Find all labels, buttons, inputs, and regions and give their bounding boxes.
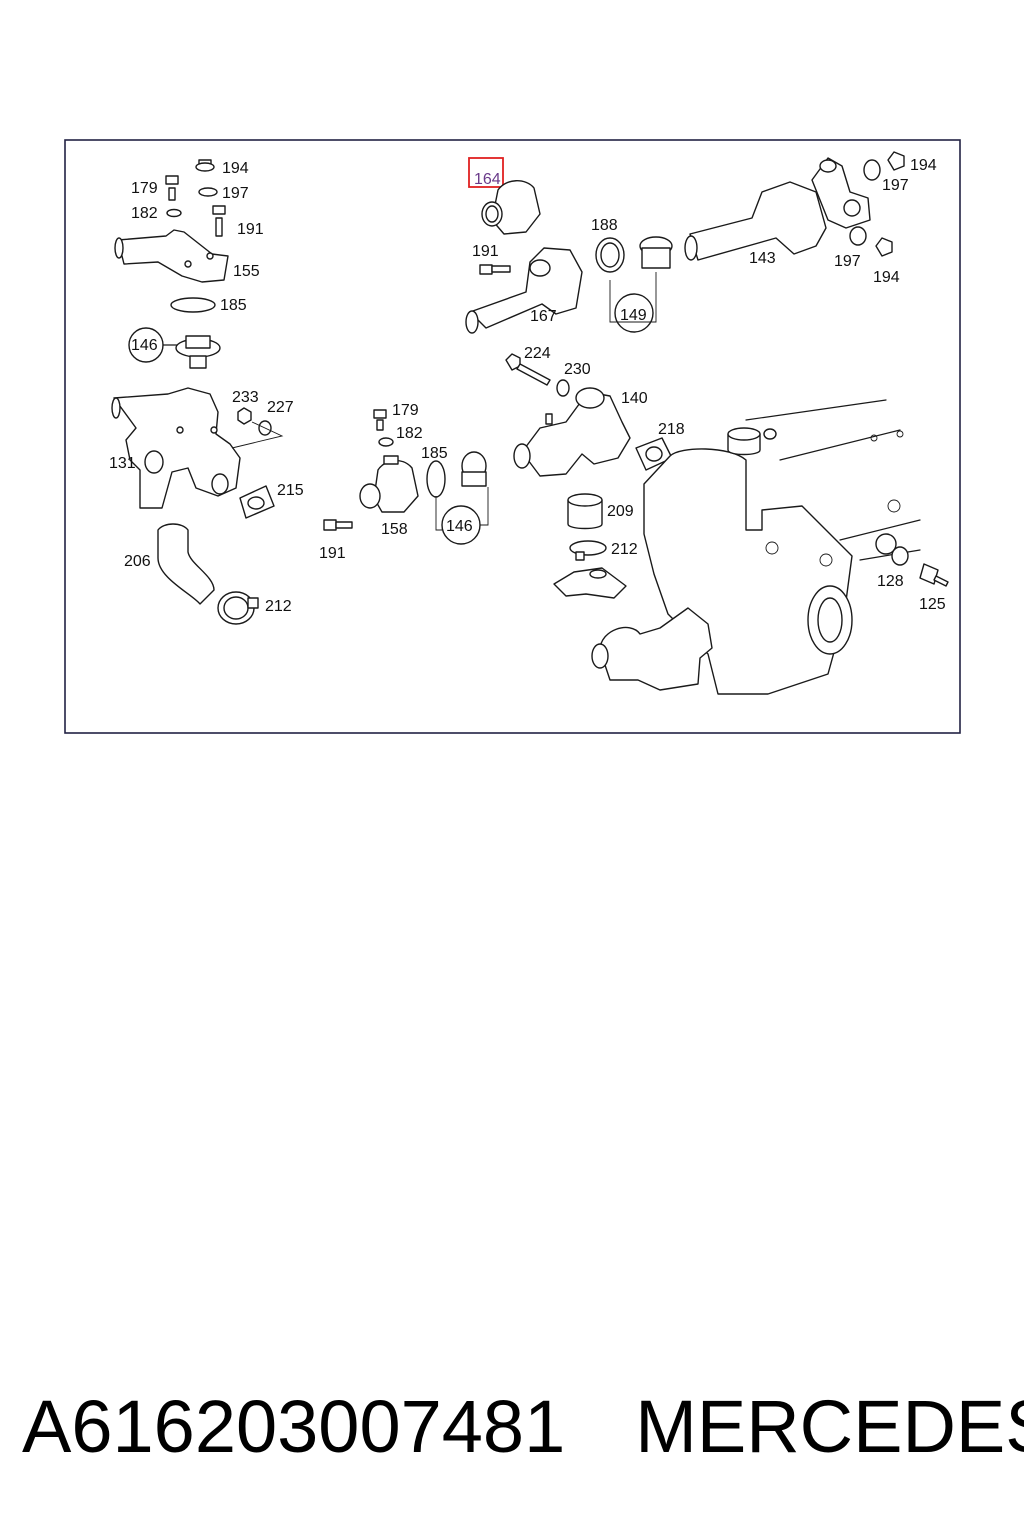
- label-191-mid: 191: [472, 243, 499, 260]
- bolt-194-right: [875, 237, 893, 257]
- part-number: A616203007481: [22, 1384, 566, 1468]
- bolt-191-left: [212, 205, 226, 237]
- sensor-125: [919, 563, 949, 587]
- ring-188: [595, 237, 625, 273]
- part-caption: A616203007481 MERCEDES: [22, 1376, 1024, 1476]
- label-194-right: 194: [873, 269, 900, 286]
- thermostat-146-mid: [435, 451, 489, 545]
- label-218: 218: [658, 421, 685, 438]
- bolt-224: [505, 353, 551, 386]
- bolt-194-top-left: [195, 159, 215, 172]
- thermostat-housing-155: [114, 229, 229, 283]
- washer-182-left: [166, 208, 182, 218]
- label-233: 233: [232, 389, 259, 406]
- label-140: 140: [621, 390, 648, 407]
- label-185-mid: 185: [421, 445, 448, 462]
- label-230: 230: [564, 361, 591, 378]
- sleeve-209: [567, 493, 603, 530]
- clamp-212-mid: [569, 540, 607, 561]
- label-194: 194: [222, 160, 249, 177]
- gasket-218: [635, 437, 673, 471]
- thermostat-housing-143: [684, 157, 871, 261]
- label-182-mid: 182: [396, 425, 423, 442]
- housing-140: [513, 387, 631, 477]
- parts-diagram: 194 179 197 182 191 155 185 146 233 227 …: [64, 139, 961, 734]
- bolt-191-lower: [323, 519, 353, 531]
- thermostat-housing-167: [465, 247, 583, 334]
- label-227: 227: [267, 399, 294, 416]
- washer-197-right: [849, 226, 867, 246]
- leader-227: [231, 421, 284, 449]
- label-185: 185: [220, 297, 247, 314]
- thermostat-146-left: [128, 327, 221, 369]
- label-212-mid: 212: [611, 541, 638, 558]
- nut-233: [237, 407, 252, 425]
- label-191: 191: [237, 221, 264, 238]
- label-209: 209: [607, 503, 634, 520]
- label-131: 131: [109, 455, 136, 472]
- label-167: 167: [530, 308, 557, 325]
- bolt-191-mid: [479, 264, 511, 275]
- label-197: 197: [222, 185, 249, 202]
- label-179: 179: [131, 180, 158, 197]
- washer-128: [891, 546, 909, 566]
- bolt-179-mid: [373, 409, 387, 431]
- label-215: 215: [277, 482, 304, 499]
- label-206: 206: [124, 553, 151, 570]
- cover-158: [359, 455, 419, 513]
- washer-197-top-right: [863, 159, 881, 181]
- label-188: 188: [591, 217, 618, 234]
- label-191-lower: 191: [319, 545, 346, 562]
- brand-name: MERCEDES: [635, 1384, 1024, 1468]
- label-158: 158: [381, 521, 408, 538]
- washer-230: [556, 379, 570, 397]
- water-pump-housing-131: [111, 387, 241, 509]
- thermostat-cover-164: [481, 180, 541, 235]
- label-179-mid: 179: [392, 402, 419, 419]
- label-125: 125: [919, 596, 946, 613]
- engine-block: [553, 399, 921, 695]
- label-197-top-right: 197: [882, 177, 909, 194]
- washer-197-left: [198, 187, 218, 197]
- label-212: 212: [265, 598, 292, 615]
- label-146: 146: [131, 337, 158, 354]
- oring-185-left: [170, 297, 216, 313]
- label-149: 149: [620, 307, 647, 324]
- label-128: 128: [877, 573, 904, 590]
- label-146-mid: 146: [446, 518, 473, 535]
- bolt-194-top-right: [887, 151, 905, 171]
- oring-185-mid: [426, 460, 446, 498]
- label-143: 143: [749, 250, 776, 267]
- highlight-box-164: [468, 157, 504, 188]
- label-197-right: 197: [834, 253, 861, 270]
- label-194-top-right: 194: [910, 157, 937, 174]
- label-164: 164: [474, 171, 501, 188]
- washer-182-mid: [378, 437, 394, 447]
- thermostat-149: [609, 236, 673, 333]
- gasket-215: [239, 485, 275, 519]
- clamp-212-left: [217, 591, 259, 625]
- bolt-179-left: [165, 175, 179, 201]
- hose-206: [157, 523, 215, 605]
- label-182: 182: [131, 205, 158, 222]
- label-155: 155: [233, 263, 260, 280]
- label-224: 224: [524, 345, 551, 362]
